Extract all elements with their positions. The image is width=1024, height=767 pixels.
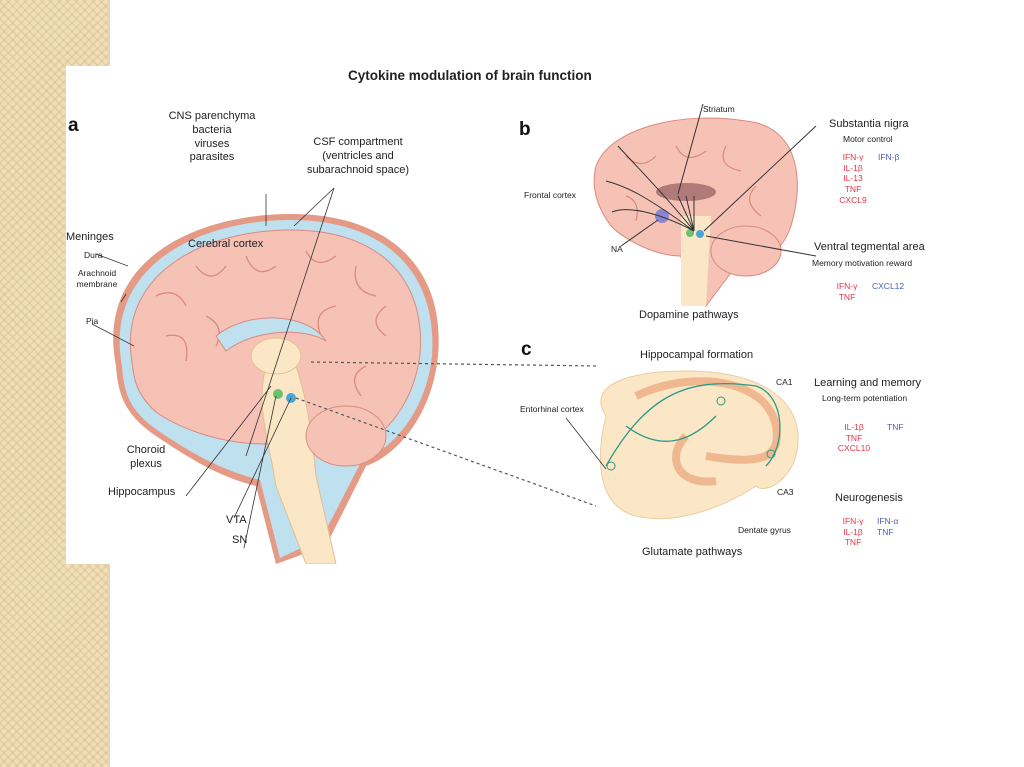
zoom-connector-lines — [295, 361, 597, 507]
dopamine-pathways-caption: Dopamine pathways — [639, 309, 739, 321]
frontal-cortex-label: Frontal cortex — [524, 190, 576, 200]
motor-control-label: Motor control — [843, 134, 893, 144]
neurogenesis-title: Neurogenesis — [835, 492, 903, 504]
dura-label: Dura — [84, 250, 103, 260]
panel-c-letter: c — [521, 339, 532, 360]
panel-a-brain-illustration — [113, 213, 439, 564]
ca3-label: CA3 — [777, 487, 794, 497]
hippocampus-label: Hippocampus — [108, 486, 176, 498]
figure-title: Cytokine modulation of brain function — [348, 68, 592, 83]
panel-b-brain-illustration — [593, 103, 817, 307]
panel-a-letter: a — [68, 115, 79, 136]
vta-subtitle: Memory motivation reward — [812, 258, 913, 268]
vta-cytokines-blue: CXCL12 — [872, 281, 905, 291]
striatum-label: Striatum — [703, 104, 735, 114]
diagram-graphics — [91, 103, 817, 564]
sn-cytokines-blue: IFN-β — [878, 152, 900, 162]
dentate-gyrus-label: Dentate gyrus — [738, 525, 791, 535]
ca1-label: CA1 — [776, 377, 793, 387]
figure: Cytokine modulation of brain function a … — [66, 66, 966, 564]
glutamate-pathways-caption: Glutamate pathways — [642, 546, 743, 558]
cerebral-cortex-label: Cerebral cortex — [188, 238, 264, 250]
na-label: NA — [611, 244, 623, 254]
meninges-label: Meninges — [66, 231, 114, 243]
sn-label: SN — [232, 534, 248, 546]
pia-label: Pia — [86, 316, 99, 326]
hippocampal-formation-title: Hippocampal formation — [640, 349, 754, 361]
panel-c-hippocampus-illustration — [565, 370, 799, 520]
vta-label: VTA — [226, 514, 247, 526]
entorhinal-cortex-label: Entorhinal cortex — [520, 404, 584, 414]
ltp-label: Long-term potentiation — [822, 393, 908, 403]
lm-cytokines-blue: TNF — [887, 422, 904, 432]
panel-b-letter: b — [519, 119, 531, 140]
substantia-nigra-title: Substantia nigra — [829, 118, 909, 130]
vta-title: Ventral tegmental area — [814, 241, 925, 253]
learning-memory-title: Learning and memory — [814, 377, 922, 389]
